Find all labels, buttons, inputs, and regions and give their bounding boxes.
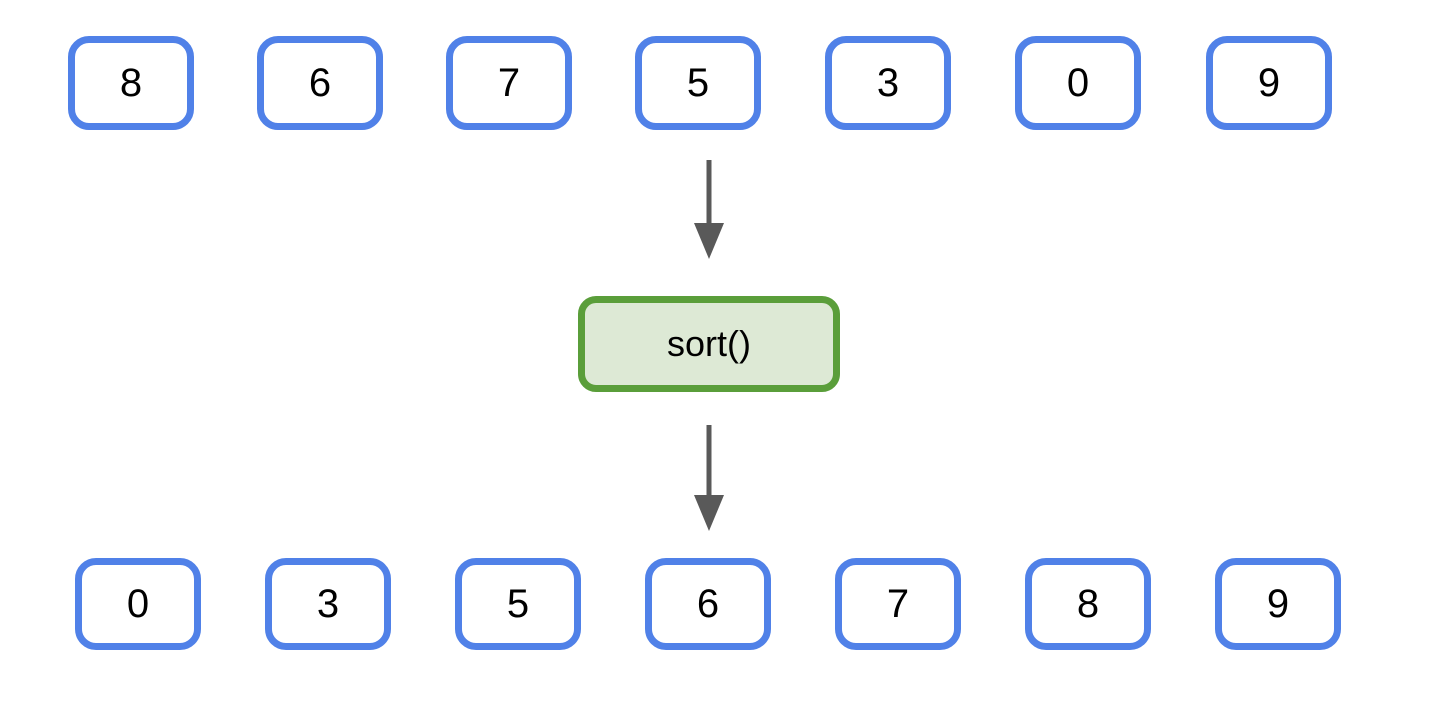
array-cell-value: 6 <box>696 582 720 626</box>
array-cell-input-2[interactable]: 7 <box>446 36 572 130</box>
array-cell-input-5[interactable]: 0 <box>1015 36 1141 130</box>
array-cell-value: 7 <box>497 61 521 105</box>
array-cell-value: 8 <box>119 61 143 105</box>
array-cell-input-0[interactable]: 8 <box>68 36 194 130</box>
array-cell-value: 5 <box>506 582 530 626</box>
array-cell-output-0[interactable]: 0 <box>75 558 201 650</box>
array-cell-output-2[interactable]: 5 <box>455 558 581 650</box>
array-cell-output-4[interactable]: 7 <box>835 558 961 650</box>
array-cell-value: 3 <box>316 582 340 626</box>
array-cell-value: 6 <box>308 61 332 105</box>
array-cell-value: 0 <box>126 582 150 626</box>
array-cell-value: 7 <box>886 582 910 626</box>
array-cell-output-6[interactable]: 9 <box>1215 558 1341 650</box>
array-cell-output-5[interactable]: 8 <box>1025 558 1151 650</box>
array-cell-value: 9 <box>1266 582 1290 626</box>
array-cell-value: 3 <box>876 61 900 105</box>
array-cell-value: 9 <box>1257 61 1281 105</box>
sort-process-box[interactable]: sort() <box>578 296 840 392</box>
array-cell-input-6[interactable]: 9 <box>1206 36 1332 130</box>
array-cell-value: 0 <box>1066 61 1090 105</box>
array-cell-input-4[interactable]: 3 <box>825 36 951 130</box>
array-cell-value: 8 <box>1076 582 1100 626</box>
array-cell-output-3[interactable]: 6 <box>645 558 771 650</box>
array-cell-value: 5 <box>686 61 710 105</box>
arrow-input-to-sort <box>694 160 724 259</box>
sort-process-label: sort() <box>667 323 751 364</box>
array-cell-input-1[interactable]: 6 <box>257 36 383 130</box>
array-cell-output-1[interactable]: 3 <box>265 558 391 650</box>
array-cell-input-3[interactable]: 5 <box>635 36 761 130</box>
arrow-sort-to-output <box>694 425 724 531</box>
